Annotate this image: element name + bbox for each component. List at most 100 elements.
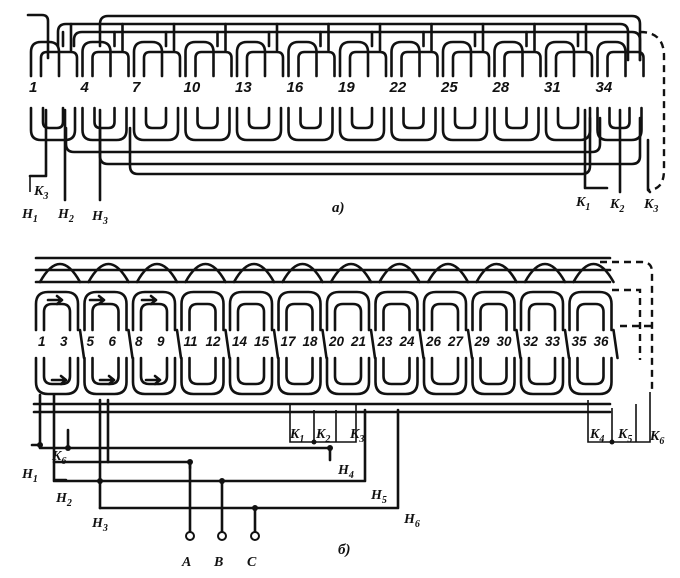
diagram-a-coil-bottom-inner [144,106,168,130]
diagram-b-label-k6: K6 [649,429,664,447]
diagram-a-coil-top [184,40,215,78]
diagram-b-slot-number: 3 [60,334,68,349]
diagram-a-top-link [113,22,124,52]
diagram-b-crossover [612,328,619,360]
diagram-a-coils [29,40,645,142]
diagram-b-bus-3 [52,408,367,483]
diagram-a-coil-bottom-inner [505,106,528,130]
diagram-b-top-hump [426,262,470,284]
diagram-b-bus-2 [52,460,192,470]
diagram-b-coil-outer [131,290,177,332]
diagram-a-slot-number: 16 [287,79,304,96]
diagram-b-arrow [88,294,106,306]
diagram-b-slot-number: 36 [594,334,610,349]
diagram-b-coil-outer [374,290,419,332]
diagram-a-coil-top [596,40,627,78]
diagram-b-coil-outer [277,290,322,332]
diagram-a-label-h1: H1 [21,207,38,225]
diagram-b-coil-outer-low [83,356,128,396]
diagram-a-coil-bottom-inner [196,106,219,130]
diagram-b-top-hump [184,262,227,284]
diagram-b-top-hump [523,262,567,284]
diagram-b-coil-outer [519,290,565,332]
diagram-a-coil-top-inner [451,50,491,78]
diagram-b-top-hump [378,262,421,284]
diagram-a-slot-number: 19 [338,79,355,96]
diagram-b-coil-inner [382,302,411,332]
diagram-a-overhead-rail [98,14,642,62]
diagram-a-slot-number: 13 [235,79,252,96]
diagram-a-top-link [319,22,330,52]
diagram-b-coil-outer-low [471,356,516,396]
diagram-b-label-terminal-a: A [181,555,191,570]
diagram-b-top-connections [34,256,615,284]
diagram-a-coil-bottom [544,106,592,142]
diagram-b-slot-number: 17 [281,334,298,349]
diagram-b-arrow [144,374,162,386]
diagram-b-label-k3: K3 [349,427,364,445]
diagram-b-crossover [321,328,328,360]
diagram-a-coil-bottom [493,106,540,142]
diagram-a-coil-top [441,40,473,78]
diagram-b-label-h2: H2 [55,491,72,509]
diagram-a-top-link [525,22,536,52]
diagram-a-coil-top [29,40,61,78]
diagram-b-slot-number: 20 [328,334,345,349]
diagram-a-coil-bottom-inner [402,106,425,130]
diagram-b-coil-outer-low [568,356,613,396]
diagram-a-coil-bottom [132,106,180,142]
diagram-b-label-h4: H4 [337,463,354,481]
diagram-b-bus-h1 [30,393,42,447]
diagram-a-slot-number: 4 [80,79,90,96]
diagram-b-coil-inner-low [333,356,363,386]
diagram-a-caption: а) [332,200,345,216]
diagram-a-top-link [473,22,485,52]
diagram-b-top-hump [572,262,615,284]
diagram-b-coil-inner-low [430,356,460,386]
diagram-a-lead-k1 [583,108,609,190]
diagram-a-coil-top-inner [606,50,645,78]
diagram-b-slot-number: 8 [135,334,143,349]
diagram-a-slot-number: 10 [184,79,201,96]
diagram-b-slot-number: 23 [377,334,394,349]
diagram-b-slot-number: 27 [447,334,465,349]
diagram-b-label-k6-left: K6 [51,449,66,467]
diagram-a-bottom-rail [64,116,602,154]
diagram-a-coil-bottom-inner [93,106,116,130]
diagram-b-slot-number: 6 [109,334,117,349]
diagram-b-top-hump [281,262,324,284]
diagram-a-bottom-rail [128,116,592,176]
diagram-a-dashed-return [639,30,666,192]
diagram-a-slot-number: 22 [389,79,407,96]
diagram-b-slot-number: 24 [399,334,416,349]
diagram-b-coil-inner-low [42,356,72,386]
diagram-a-overhead-rail [56,22,630,62]
diagram-b-coil-inner-low [527,356,557,386]
diagram-b-coil-inner-low [236,356,266,386]
diagram-b-coil-outer [422,290,468,332]
diagram-b-coil-inner-low [188,356,217,386]
diagram-a-coil-top [287,40,318,78]
diagram-b-label-k4: K4 [589,427,604,445]
diagram-b-coil-inner [188,302,217,332]
diagram-b-slot-number: 29 [474,334,491,349]
diagram-b-label-h6: H6 [403,512,420,530]
diagram-a-slot-number: 28 [492,79,510,96]
diagram-b-slot-number: 30 [497,334,513,349]
diagram-b-coil-outer-low [519,356,565,396]
diagram-b-crossover [466,328,474,360]
diagram-b-slot-number: 33 [545,334,561,349]
diagram-b-coil-outer [83,290,128,332]
diagram-a-coil-bottom [287,106,334,142]
diagram-b-top-hump [87,262,130,284]
diagram-b-dashed-return [600,260,654,390]
diagram-b-bottom-connections [32,402,612,414]
diagram-b-crossover [272,328,280,360]
diagram-a-slot-number: 25 [440,79,458,96]
diagram-a-label-h2: H2 [57,207,74,225]
diagram-a-coil-top [544,40,576,78]
diagram-b-coil-outer-low [180,356,225,396]
